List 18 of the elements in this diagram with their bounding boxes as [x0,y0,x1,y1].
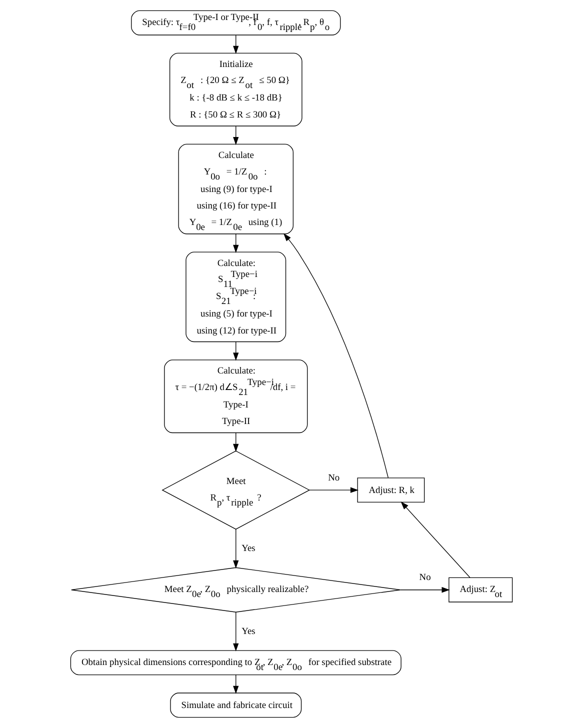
arrow [232,432,238,452]
arrow [232,674,238,694]
edge-label: No [418,573,430,584]
arrow [232,341,238,361]
node-box: Simulate and fabricate circuit [170,692,302,718]
arrow [232,612,238,652]
edge-label: No [328,473,340,484]
arrow [308,487,358,493]
arrow [282,233,388,478]
arrow [400,501,470,578]
edge-label: Yes [241,627,255,638]
arrow [232,234,238,253]
edge-label: Yes [241,544,255,554]
arrow [232,529,238,568]
arrow [232,34,238,54]
node-box: Adjust: R, k [356,478,424,503]
arrow [232,126,238,146]
arrow [400,587,450,593]
